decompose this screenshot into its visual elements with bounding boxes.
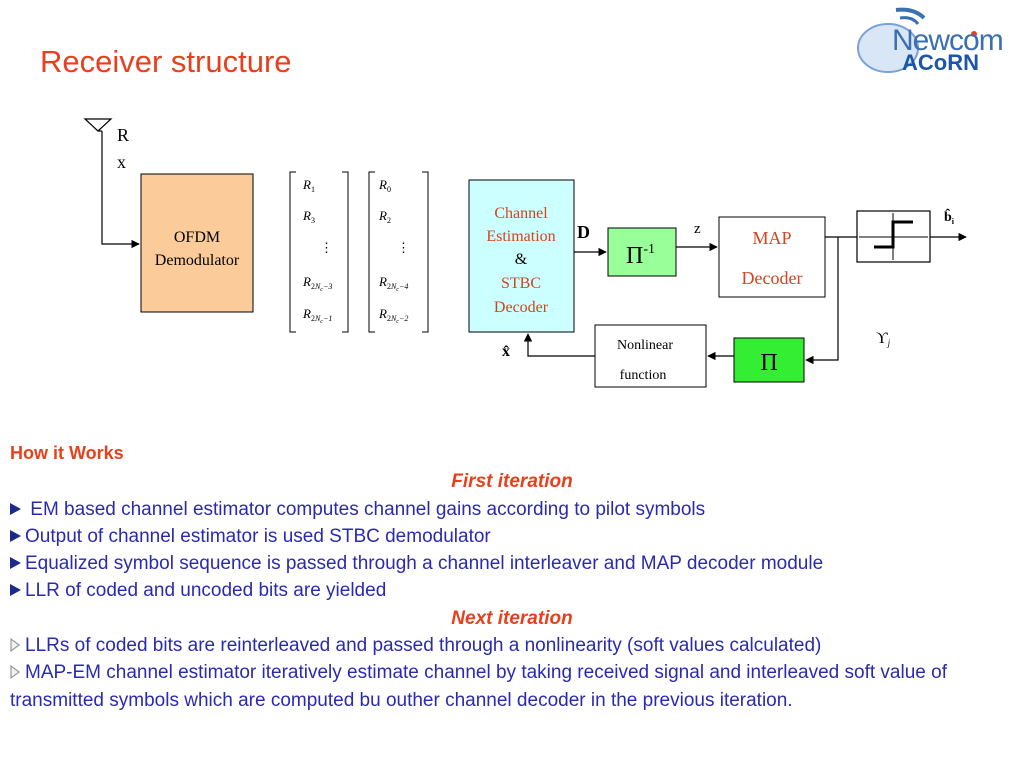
ce-label-line5: Decoder — [494, 299, 549, 316]
ce-label-line2: Estimation — [486, 228, 555, 245]
upsilon-symbol: ϒ — [876, 330, 888, 347]
bullet-arrow-icon — [10, 557, 21, 570]
antenna-to-ofdm-line — [101, 131, 140, 249]
list-item: Output of channel estimator is used STBC… — [10, 523, 1014, 550]
bullet-arrow-icon — [10, 584, 21, 597]
bullet-outline-arrow-icon — [10, 638, 20, 653]
ce-label-line4: STBC — [501, 275, 541, 292]
deinterleaver-label: Π-1 — [626, 242, 655, 269]
list-item: MAP-EM channel estimator iteratively est… — [10, 659, 1014, 714]
svg-text:R2Nc−3: R2Nc−3 — [302, 274, 332, 293]
page-title: Receiver structure — [40, 44, 292, 79]
next-iteration-heading: Next iteration — [451, 607, 573, 629]
svg-text:R2Nc−2: R2Nc−2 — [378, 306, 408, 325]
bullet-outline-arrow-icon — [10, 665, 20, 680]
b-hat-subscript: i — [952, 217, 955, 226]
ofdm-demodulator-block — [140, 173, 254, 313]
logo-graphic — [857, 7, 977, 73]
next-item-1: LLRs of coded bits are reinterleaved and… — [25, 635, 822, 657]
list-item: EM based channel estimator computes chan… — [10, 496, 1014, 523]
b-hat-symbol: b̂ — [944, 207, 952, 225]
nonlinear-label-line2: function — [620, 368, 667, 383]
antenna-label-r: R — [117, 125, 129, 145]
how-it-works-heading: How it Works — [10, 443, 124, 463]
deinterleaver-block — [607, 227, 677, 277]
logo-acorn-text: ACoRN — [902, 50, 979, 75]
first-item-1: EM based channel estimator computes chan… — [25, 498, 706, 520]
interleaver-label: Π — [760, 350, 777, 376]
bullet-arrow-icon — [10, 502, 21, 515]
first-item-2: Output of channel estimator is used STBC… — [25, 525, 491, 547]
newcom-acorn-logo: Newcom ACoRN — [848, 4, 1008, 84]
bullet-arrow-icon — [10, 529, 21, 542]
list-item: Equalized symbol sequence is passed thro… — [10, 550, 1014, 577]
first-iteration-heading: First iteration — [451, 471, 573, 493]
svg-text:R2Nc−4: R2Nc−4 — [378, 274, 408, 293]
nonlinear-to-ce-line — [523, 333, 595, 357]
ce-label-line3: & — [515, 251, 528, 268]
x-hat-label: x̂ — [502, 343, 510, 360]
deinterleaver-symbol: Π — [626, 243, 643, 269]
even-samples-vector: R0 R2 ⋮ R2Nc−4 R2Nc−2 — [368, 171, 429, 333]
d-label: D — [577, 222, 590, 242]
nonlinear-function-block — [594, 324, 707, 388]
map-label-line1: MAP — [752, 228, 791, 248]
ofdm-label-line2: Demodulator — [155, 252, 240, 269]
interleaver-block — [733, 337, 805, 383]
deinterleaver-superscript: -1 — [643, 242, 655, 257]
upsilon-label: ϒj — [876, 330, 891, 348]
first-item-3: Equalized symbol sequence is passed thro… — [25, 553, 824, 575]
svg-text:⋮: ⋮ — [320, 240, 333, 255]
b-hat-label: b̂i — [944, 207, 955, 226]
ofdm-label-line1: OFDM — [174, 229, 220, 246]
first-item-4: LLR of coded and uncoded bits are yielde… — [25, 580, 387, 602]
nonlinear-label-line1: Nonlinear — [617, 338, 673, 353]
channel-estimation-stbc-block — [468, 179, 575, 333]
antenna-label-x: x — [117, 152, 126, 172]
map-to-interleaver-line — [805, 237, 839, 365]
upsilon-subscript: j — [887, 338, 891, 348]
map-label-line2: Decoder — [742, 268, 803, 288]
explanation-text: How it Works First iteration EM based ch… — [10, 440, 1014, 714]
hard-decision-slicer — [856, 210, 931, 263]
list-item: LLRs of coded bits are reinterleaved and… — [10, 632, 1014, 659]
svg-text:R0: R0 — [378, 177, 391, 194]
map-decoder-block — [718, 216, 826, 298]
svg-text:R1: R1 — [302, 177, 315, 194]
svg-text:R3: R3 — [302, 208, 315, 225]
odd-samples-vector: R1 R3 ⋮ R2Nc−3 R2Nc−1 — [289, 171, 349, 333]
svg-text:R2Nc−1: R2Nc−1 — [302, 306, 332, 325]
z-label: z — [694, 221, 701, 237]
antenna-icon — [83, 118, 113, 132]
receiver-block-diagram: R x OFDM Demodulator R1 R3 ⋮ R2Nc−3 R2Nc… — [83, 118, 967, 388]
svg-text:⋮: ⋮ — [397, 240, 410, 255]
logo-newcom-text: Newcom — [892, 24, 1004, 57]
next-item-2: MAP-EM channel estimator iteratively est… — [10, 662, 947, 711]
svg-text:R2: R2 — [378, 208, 391, 225]
ce-label-line1: Channel — [494, 205, 548, 222]
list-item: LLR of coded and uncoded bits are yielde… — [10, 577, 1014, 604]
